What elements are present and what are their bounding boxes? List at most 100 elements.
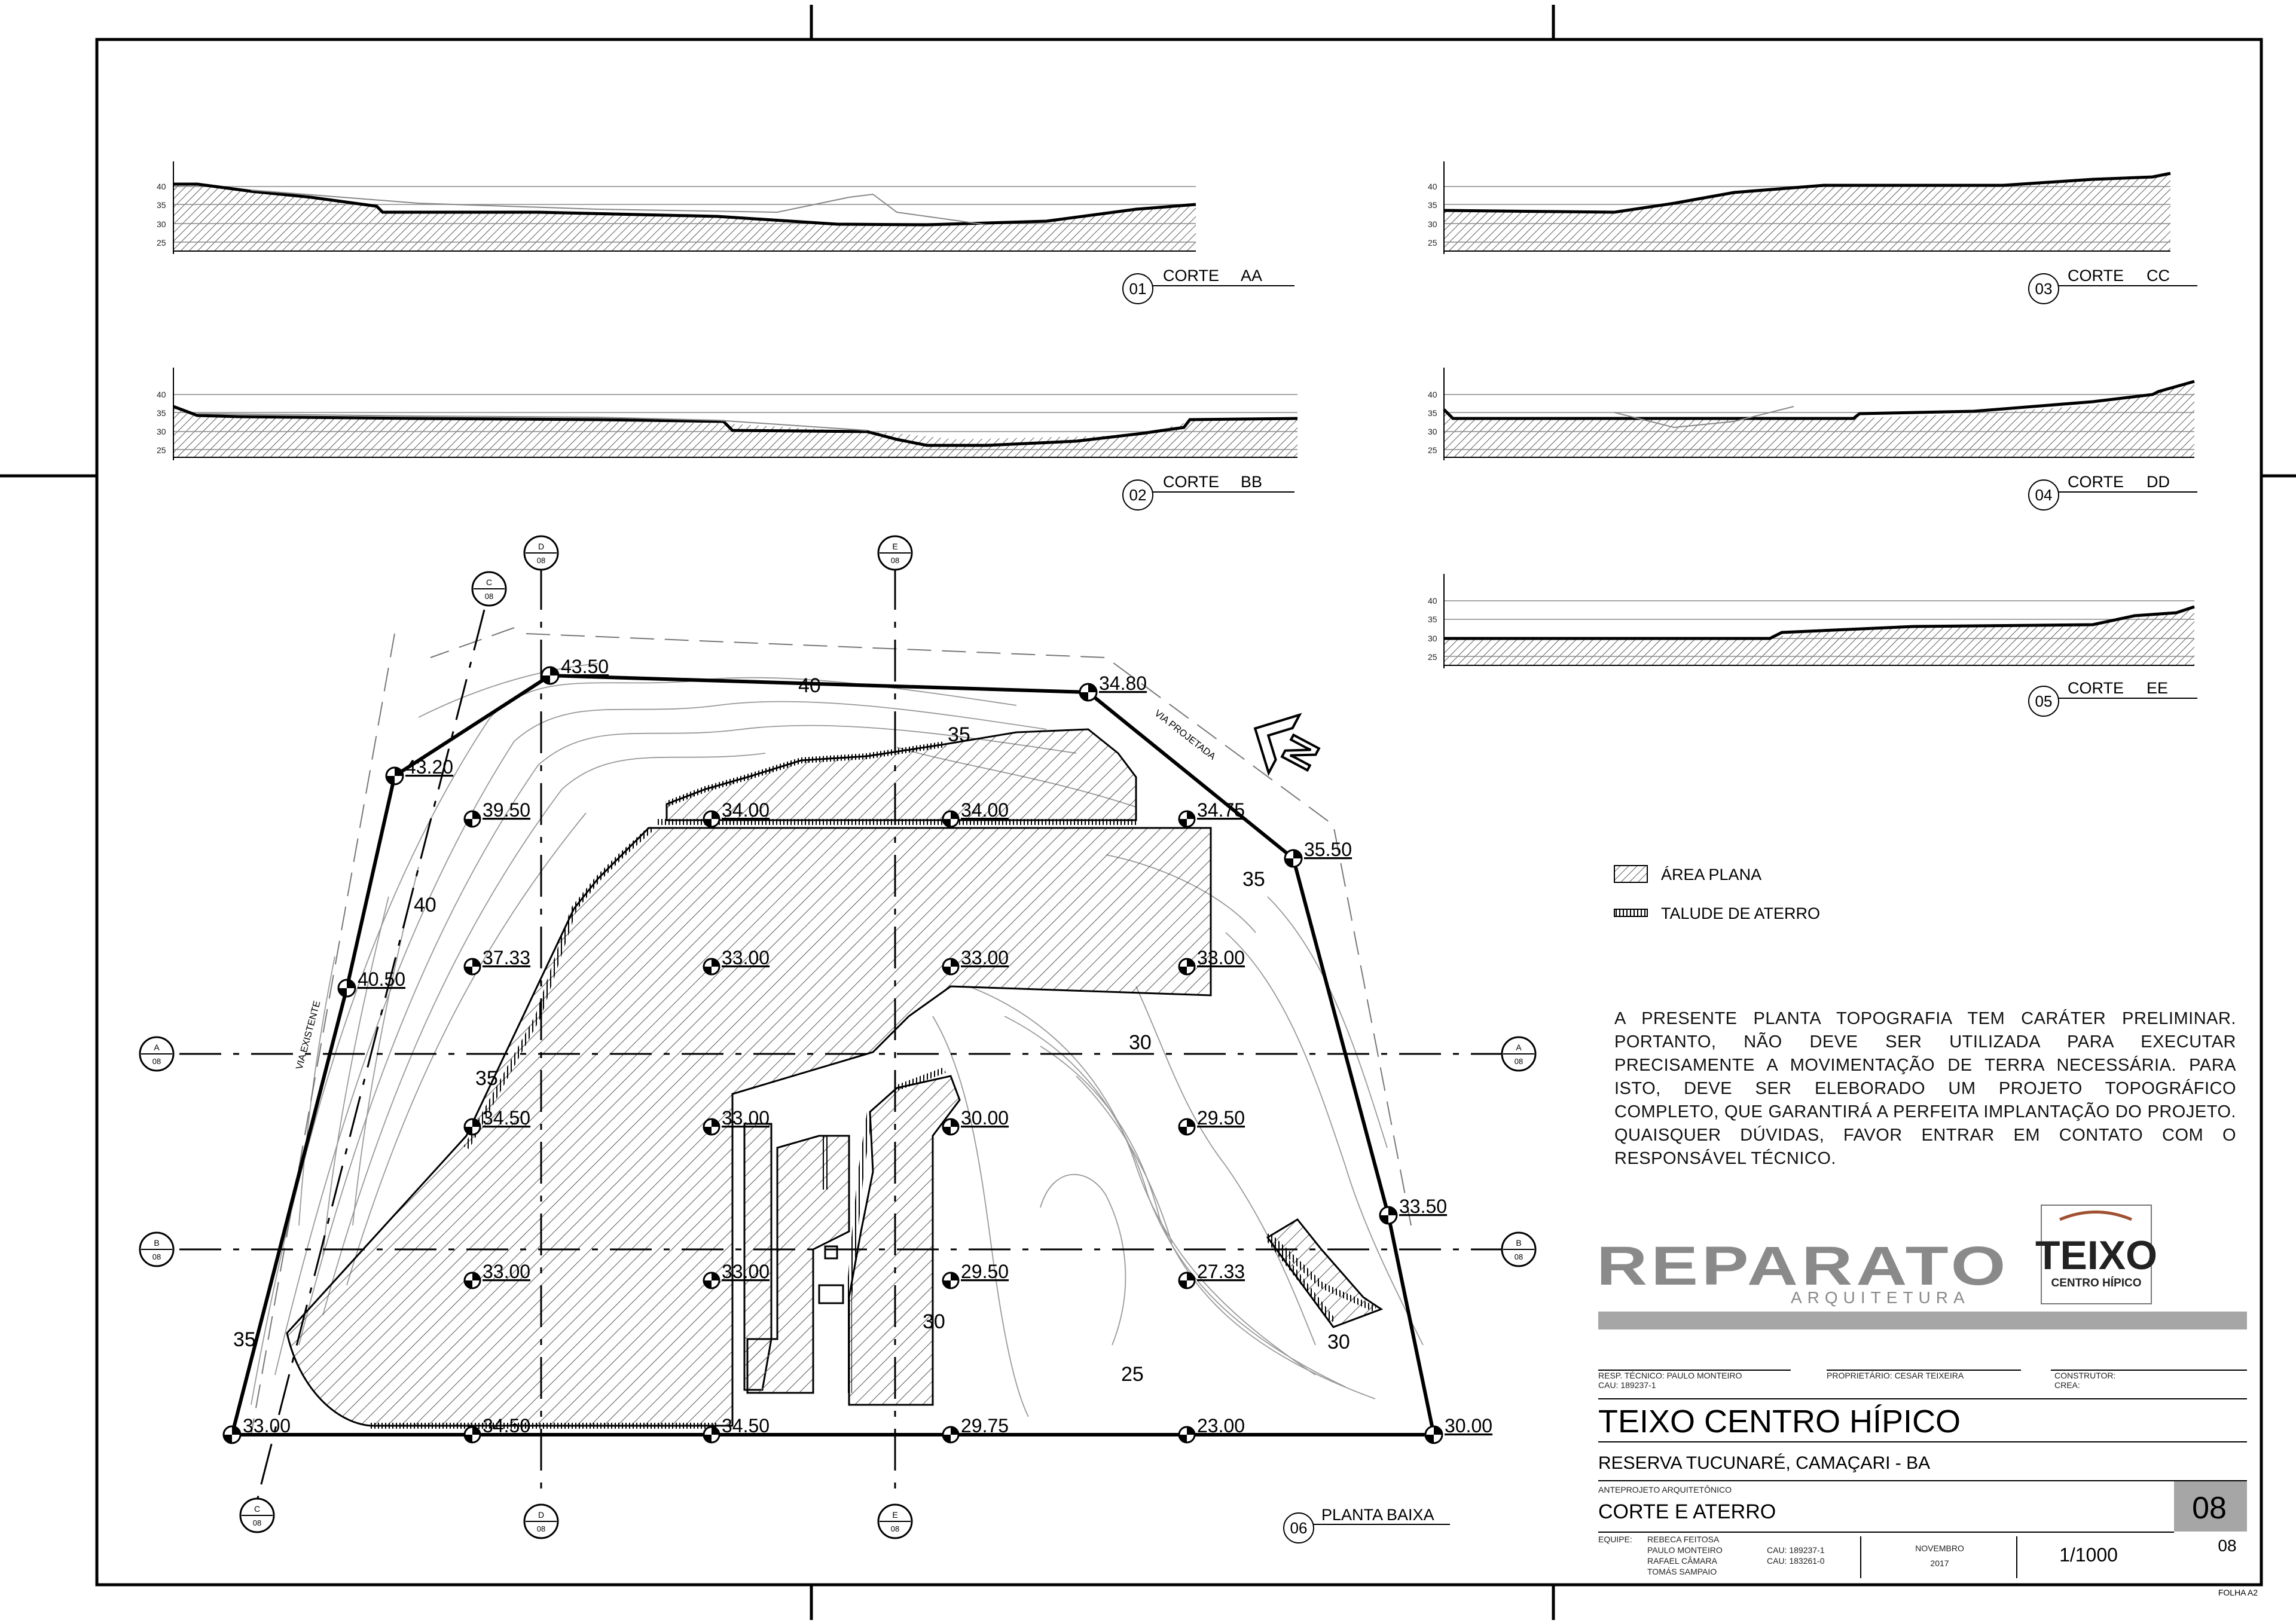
legend-label-talude: TALUDE DE ATERRO [1661,904,1820,922]
axis-tick: 30 [1428,634,1437,643]
level-value: 34.50 [483,1107,530,1129]
section-axes [179,568,1513,1501]
level-marker: 30.00 [942,1107,1009,1136]
axis-tick: 40 [157,390,166,399]
section-number: 03 [2035,280,2053,298]
axis-tick: 40 [1428,596,1437,606]
team-member: REBECA FEITOSA [1647,1535,1720,1544]
axis-tick: 40 [1428,182,1437,191]
team-label: EQUIPE: [1598,1535,1632,1544]
level-value: 34.00 [961,799,1009,821]
marker-sheet: 08 [152,1252,161,1261]
section-marker-b-right: B 08 [1501,1231,1537,1267]
sheet-number: 08 [2192,1491,2227,1526]
construtor: CONSTRUTOR: [2054,1371,2115,1380]
axis-tick: 35 [1428,408,1437,418]
marker-sheet: 08 [1515,1057,1523,1066]
axis-tick: 40 [157,182,166,191]
crea: CREA: [2054,1380,2080,1390]
level-value: 29.75 [961,1415,1009,1436]
contour-label: 35 [948,723,970,746]
disclaimer-note: A PRESENTE PLANTA TOPOGRAFIA TEM CARÁTER… [1614,1009,2236,1168]
brand-sub: ARQUITETURA [1791,1288,1970,1307]
section-marker-e-bottom: E 08 [877,1503,913,1539]
level-marker: 23.00 [1178,1415,1245,1444]
level-marker: 39.50 [463,799,530,828]
marker-letter: E [892,1510,897,1520]
legend: ÁREA PLANA TALUDE DE ATERRO [1614,865,1820,922]
section-title: CORTE [1163,267,1219,285]
road-edges [251,627,1412,1435]
level-marker: 33.00 [942,947,1009,976]
project-location: RESERVA TUCUNARÉ, CAMAÇARI - BA [1598,1453,1930,1473]
scale: 1/1000 [2059,1544,2118,1566]
axis-tick: 25 [157,445,166,455]
marker-sheet: 08 [891,556,899,565]
axis-tick: 30 [1428,427,1437,436]
axis-tick: 35 [157,408,166,418]
axis-tick: 25 [1428,445,1437,455]
axis-tick: 40 [1428,390,1437,399]
axis-tick: 25 [1428,238,1437,247]
section-marker-c-top: C 08 [471,571,507,607]
level-marker: 37.33 [463,947,530,976]
level-value: 33.00 [483,1261,530,1282]
axis-tick: 25 [1428,652,1437,662]
north-arrow-icon: N [1253,713,1329,778]
marker-sheet: 08 [253,1518,261,1527]
contour-label: 40 [798,674,821,697]
talude-lines [371,741,1377,1429]
contour-label: 35 [475,1067,498,1090]
level-value: 34.50 [722,1415,770,1436]
sheet-border [95,38,2263,1587]
level-marker: 34.00 [703,799,770,828]
level-value: 33.50 [1399,1196,1447,1217]
project-phase: ANTEPROJETO ARQUITETÔNICO [1598,1485,1732,1494]
marker-sheet: 08 [485,592,493,601]
north-label: N [1273,728,1329,777]
section-code: AA [1241,267,1262,285]
level-value: 43.50 [561,656,609,677]
level-marker: 30.00 [1424,1415,1492,1444]
marker-sheet: 08 [1515,1252,1523,1261]
section-code: DD [2147,473,2170,491]
level-marker: 43.50 [541,656,609,685]
contour-label: 35 [233,1328,256,1351]
marker-letter: E [892,542,897,551]
level-marker: 33.00 [703,1107,770,1136]
client-sub: CENTRO HÍPICO [2051,1276,2142,1289]
sheet-format: FOLHA A2 [2218,1588,2258,1597]
resp-cau: CAU: 189237-1 [1598,1380,1656,1390]
sheet-number-small: 08 [2218,1536,2236,1555]
date-month: NOVEMBRO [1915,1543,1964,1553]
section-number: 01 [1129,280,1147,298]
contour-label: 25 [1121,1363,1144,1386]
registration-ticks [0,5,2296,1620]
section-number: 04 [2035,486,2053,504]
section-title: CORTE [2068,679,2124,697]
level-value: 43.20 [405,756,453,778]
section-marker-d-top: D 08 [523,535,559,571]
team-cau: CAU: 183261-0 [1767,1556,1825,1566]
marker-sheet: 08 [537,1524,545,1533]
level-marker: 34.00 [942,799,1009,828]
level-value: 33.00 [722,947,770,968]
site-plan: A 08 A 08 B 08 B 08 D 08 [139,535,1537,1543]
marker-letter: A [154,1043,160,1052]
level-value: 34.75 [1197,799,1245,821]
axis-tick: 35 [1428,200,1437,210]
contour-label: 30 [1327,1331,1350,1353]
level-marker: 33.00 [463,1261,530,1289]
level-marker: 29.75 [942,1415,1009,1444]
level-marker: 43.20 [385,756,453,785]
client-name: TEIXO [2035,1233,2157,1278]
marker-letter: D [538,542,544,551]
plan-number: 06 [1290,1519,1308,1537]
area-plana [286,728,1384,1427]
